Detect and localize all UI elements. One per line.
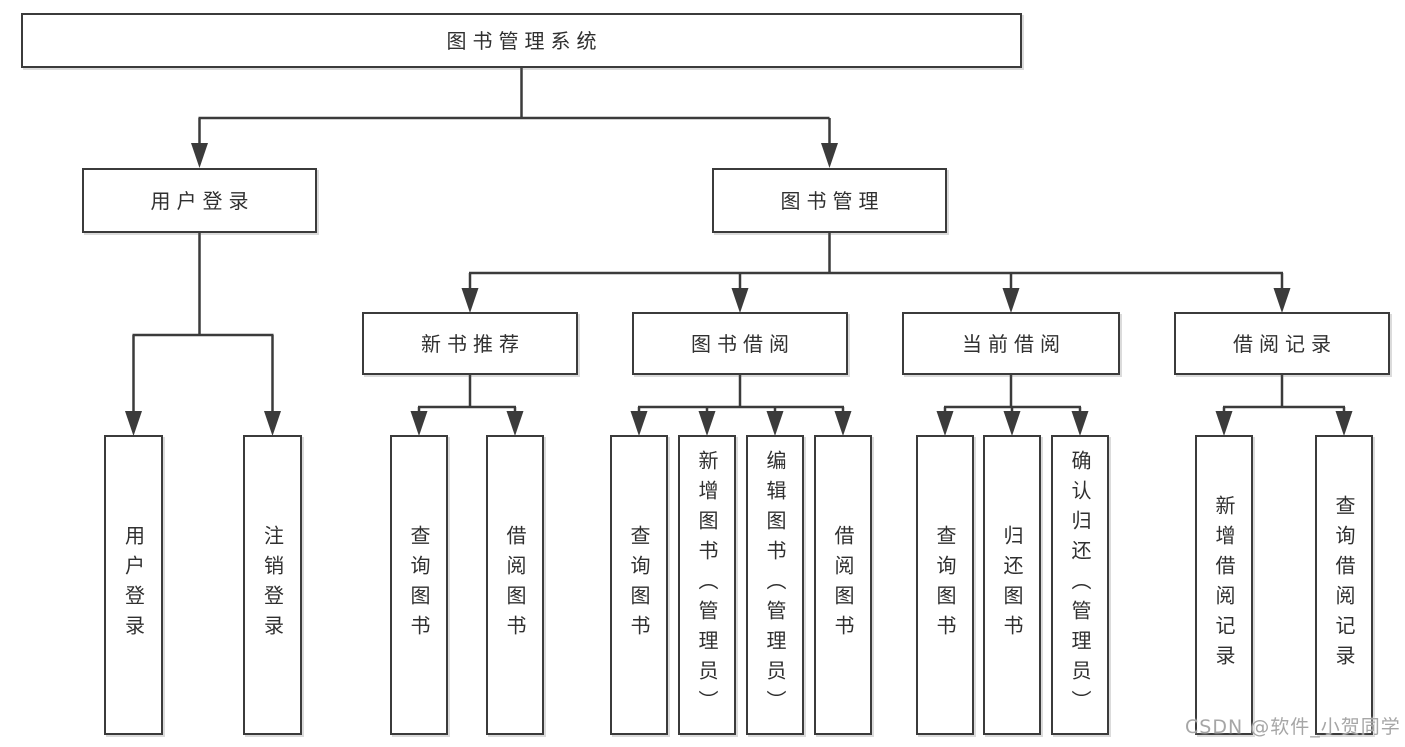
arrowheads — [125, 143, 1353, 436]
leaf-query-books: 查询图书 — [610, 435, 668, 735]
leaf-add-borrow-record: 新增借阅记录 — [1195, 435, 1253, 735]
arrow-down-icon — [936, 411, 954, 436]
node-label: 查询图书 — [933, 525, 957, 645]
node-label: 新增借阅记录 — [1212, 495, 1236, 675]
arrow-down-icon — [1215, 411, 1233, 436]
node-new-book-recommendation: 新书推荐 — [362, 312, 578, 375]
arrow-down-icon — [834, 411, 852, 436]
node-current-borrowing: 当前借阅 — [902, 312, 1120, 375]
node-label: 借阅图书 — [503, 525, 527, 645]
leaf-return-books: 归还图书 — [983, 435, 1041, 735]
node-label: 图书管理 — [780, 188, 885, 213]
node-label: 当前借阅 — [962, 331, 1066, 356]
connector-book-mgmt — [468, 233, 1284, 290]
leaf-confirm-return-admin: 确认归还（管理员） — [1051, 435, 1109, 735]
arrow-down-icon — [1003, 411, 1021, 436]
connector-paths — [132, 68, 1346, 413]
node-label: 图书管理系统 — [446, 28, 603, 53]
node-label: 注销登录 — [260, 525, 285, 645]
arrow-down-icon — [1335, 411, 1353, 436]
connector-new-book-rec — [417, 375, 517, 413]
arrow-down-icon — [630, 411, 648, 436]
arrow-down-icon — [821, 143, 838, 168]
leaf-query-books: 查询图书 — [390, 435, 448, 735]
node-label: 借阅记录 — [1233, 331, 1337, 356]
leaf-edit-books-admin: 编辑图书（管理员） — [746, 435, 804, 735]
arrow-down-icon — [264, 411, 281, 436]
connector-book-borrow — [637, 375, 845, 413]
node-label: 查询图书 — [627, 525, 651, 645]
leaf-borrow-books: 借阅图书 — [486, 435, 544, 735]
arrow-down-icon — [698, 411, 716, 436]
arrow-down-icon — [731, 288, 749, 313]
arrow-down-icon — [766, 411, 784, 436]
node-book-borrowing: 图书借阅 — [632, 312, 848, 375]
connector-borrow-records — [1222, 375, 1346, 413]
arrow-down-icon — [410, 411, 428, 436]
connector-user-login — [132, 233, 274, 412]
arrow-down-icon — [1071, 411, 1089, 436]
node-user-login: 用户登录 — [82, 168, 317, 233]
arrow-down-icon — [506, 411, 524, 436]
arrow-down-icon — [125, 411, 142, 436]
connector-root — [198, 68, 831, 145]
leaf-borrow-books: 借阅图书 — [814, 435, 872, 735]
node-label: 新增图书（管理员） — [695, 450, 719, 720]
leaf-add-books-admin: 新增图书（管理员） — [678, 435, 736, 735]
leaf-user-login: 用户登录 — [104, 435, 163, 735]
node-label: 借阅图书 — [831, 525, 855, 645]
node-label: 确认归还（管理员） — [1068, 450, 1092, 720]
connector-current-borrow — [943, 375, 1082, 413]
node-label: 查询图书 — [407, 525, 431, 645]
csdn-watermark: CSDN @软件_小贺同学 — [1185, 716, 1401, 738]
leaf-query-books: 查询图书 — [916, 435, 974, 735]
node-label: 图书借阅 — [691, 331, 795, 356]
node-label: 用户登录 — [150, 188, 255, 213]
node-label: 用户登录 — [121, 525, 146, 645]
node-book-management: 图书管理 — [712, 168, 947, 233]
leaf-query-borrow-record: 查询借阅记录 — [1315, 435, 1373, 735]
arrow-down-icon — [1273, 288, 1291, 313]
arrow-down-icon — [191, 143, 208, 168]
node-borrowing-records: 借阅记录 — [1174, 312, 1390, 375]
node-label: 查询借阅记录 — [1332, 495, 1356, 675]
arrow-down-icon — [1002, 288, 1020, 313]
node-label: 新书推荐 — [421, 331, 525, 356]
leaf-logout: 注销登录 — [243, 435, 302, 735]
node-library-management-system: 图书管理系统 — [21, 13, 1022, 68]
node-label: 归还图书 — [1000, 525, 1024, 645]
node-label: 编辑图书（管理员） — [763, 450, 787, 720]
arrow-down-icon — [461, 288, 479, 313]
